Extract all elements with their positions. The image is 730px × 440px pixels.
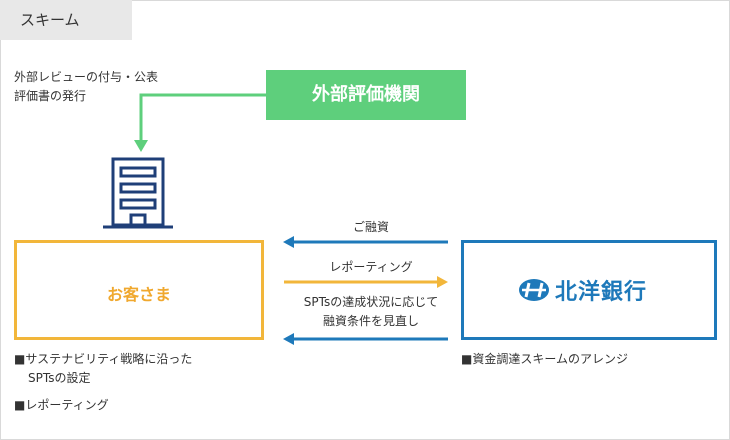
financing-arrowhead xyxy=(283,236,294,248)
review-arrowhead xyxy=(283,333,294,345)
bank-logo-icon xyxy=(519,279,549,301)
evaluation-arrowhead xyxy=(134,140,148,152)
customer-note-1-line1: ■サステナビリティ戦略に沿った xyxy=(14,352,193,366)
building-icon xyxy=(103,157,173,229)
bank-name: 北洋銀行 xyxy=(555,280,648,305)
customer-box: お客さま xyxy=(14,240,264,340)
scheme-tab: スキーム xyxy=(0,0,132,40)
eval-note-line2: 評価書の発行 xyxy=(14,89,87,103)
customer-note-2: ■レポーティング xyxy=(14,398,109,412)
customer-label: お客さま xyxy=(106,285,171,304)
evaluation-arrow xyxy=(139,93,266,142)
reporting-label: レポーティング xyxy=(329,260,413,274)
review-label-line1: SPTsの達成状況に応じて xyxy=(303,295,439,309)
review-label-line2: 融資条件を見直し xyxy=(322,314,419,328)
bank-note-1: ■資金調達スキームのアレンジ xyxy=(461,352,628,366)
bank-box: 北洋銀行 xyxy=(461,240,717,340)
reporting-arrowhead xyxy=(437,276,448,288)
financing-label: ご融資 xyxy=(352,220,389,234)
external-evaluator-box: 外部評価機関 xyxy=(266,70,466,120)
eval-note-line1: 外部レビューの付与・公表 xyxy=(14,70,159,84)
customer-note-1-line2: SPTsの設定 xyxy=(28,371,91,385)
